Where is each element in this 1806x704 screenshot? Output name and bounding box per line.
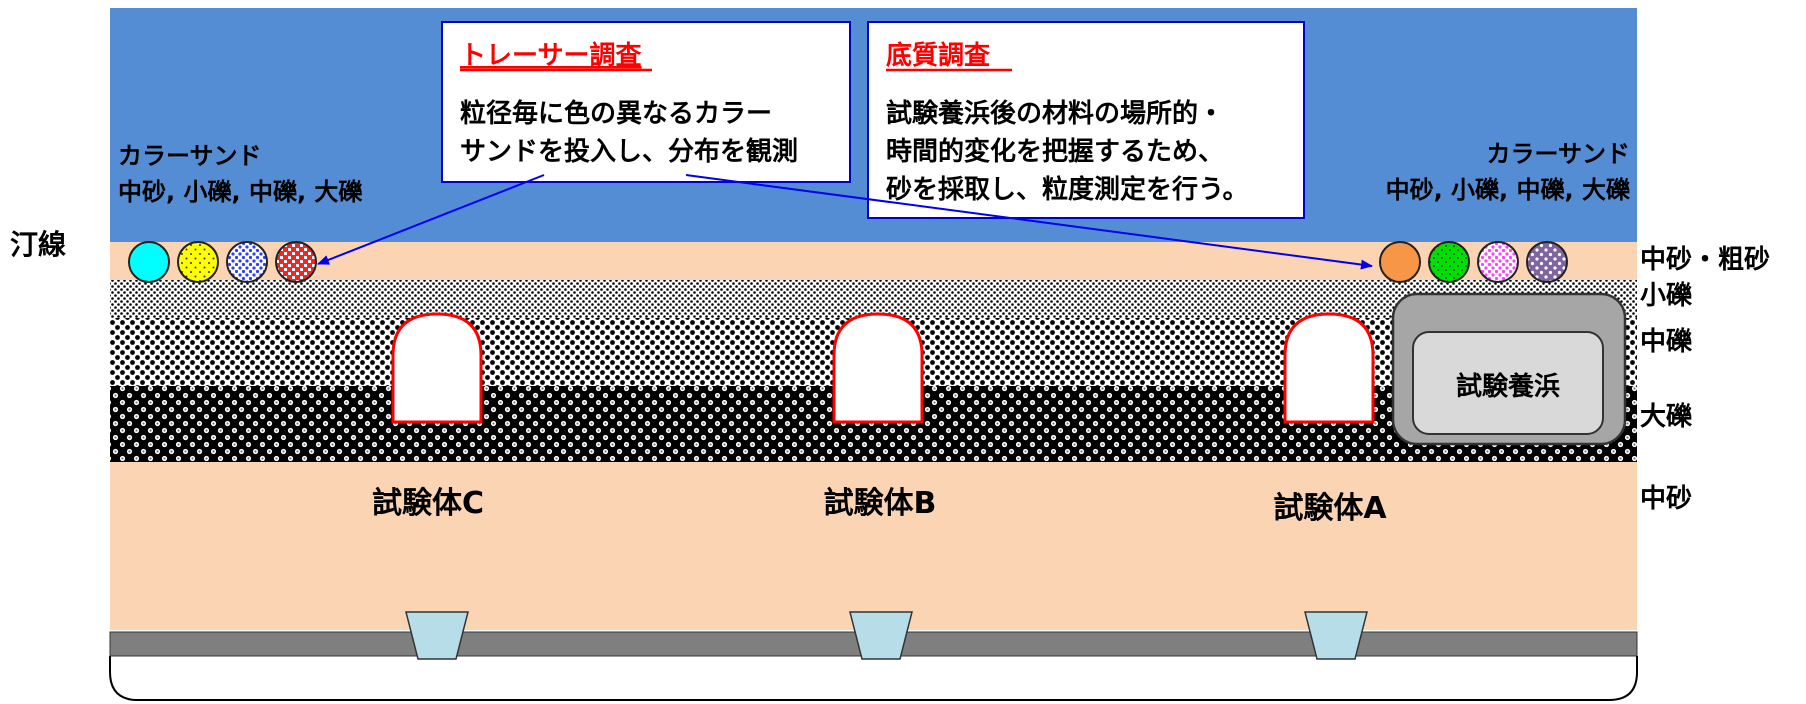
- sand-circle-magenta: [1477, 241, 1519, 283]
- specimen-a-shape: [1283, 312, 1375, 424]
- sand-circle-green: [1428, 241, 1470, 283]
- specimen-c-shape: [391, 312, 483, 424]
- tracer-survey-box: [441, 21, 851, 183]
- bottom-outline: [109, 656, 1638, 701]
- layer-label-top-sand: 中砂・粗砂: [1640, 245, 1770, 275]
- shoreline-label: 汀線: [10, 228, 66, 261]
- specimen-b-shape: [832, 312, 924, 424]
- block-c: [405, 611, 469, 660]
- sand-circle-purple: [1526, 241, 1568, 283]
- sand-circle-red: [275, 241, 317, 283]
- tracer-survey-line2: サンドを投入し、分布を観測: [460, 136, 798, 167]
- bottom-sand-layer: [110, 462, 1637, 630]
- layer-label-small-gravel: 小礫: [1640, 280, 1693, 311]
- specimen-b-label: 試験体B: [824, 486, 937, 521]
- small-gravel-layer: [110, 280, 1637, 318]
- sediment-survey-line2: 時間的変化を把握するため、: [886, 136, 1224, 167]
- arrow-to-right-sand: [685, 174, 1373, 270]
- sand-circle-yellow: [177, 241, 219, 283]
- sediment-survey-box: [867, 21, 1305, 219]
- sediment-survey-title: 底質調査: [886, 40, 990, 71]
- sand-circle-cyan: [128, 241, 170, 283]
- test-nourishment-inner: [1412, 331, 1604, 435]
- block-a: [1304, 611, 1368, 660]
- sand-circle-orange: [1379, 241, 1421, 283]
- tracer-survey-line1: 粒径毎に色の異なるカラー: [460, 98, 772, 129]
- color-sand-left-types: 中砂, 小礫, 中礫, 大礫: [118, 178, 363, 206]
- tracer-survey-title: トレーサー調査: [460, 40, 641, 71]
- layer-label-medium-gravel: 中礫: [1640, 326, 1693, 357]
- layer-label-large-gravel: 大礫: [1640, 401, 1693, 432]
- color-sand-left-title: カラーサンド: [118, 142, 262, 170]
- arrow-to-left-sand: [317, 174, 545, 265]
- test-nourishment-label: 試験養浜: [1456, 371, 1560, 402]
- sand-circle-blue: [226, 241, 268, 283]
- specimen-c-label: 試験体C: [372, 486, 484, 521]
- block-b: [849, 611, 913, 660]
- color-sand-right-title: カラーサンド: [1486, 140, 1630, 168]
- layer-label-bottom-sand: 中砂: [1640, 484, 1692, 514]
- specimen-a-label: 試験体A: [1273, 491, 1387, 526]
- sediment-survey-line1: 試験養浜後の材料の場所的・: [886, 98, 1224, 129]
- color-sand-right-types: 中砂, 小礫, 中礫, 大礫: [1386, 176, 1631, 204]
- sediment-survey-line3: 砂を採取し、粒度測定を行う。: [886, 174, 1248, 205]
